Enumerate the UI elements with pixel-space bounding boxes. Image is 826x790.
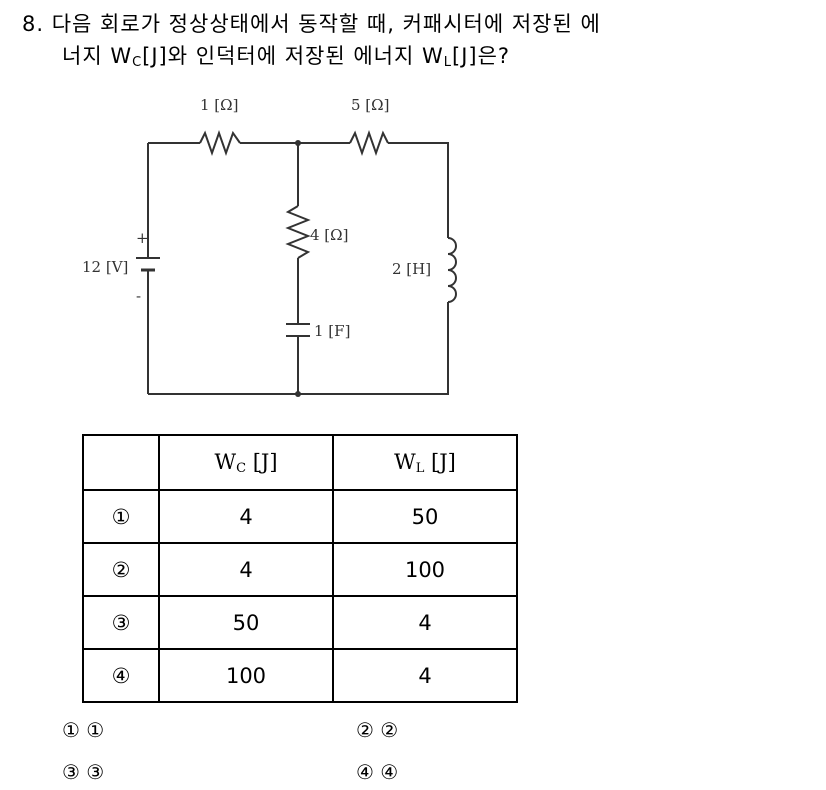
- q-sub-l: L: [443, 55, 452, 70]
- resistor-3: [285, 205, 311, 259]
- node-bottom: [295, 391, 301, 397]
- row-mark: ①: [82, 489, 160, 544]
- header-blank: [82, 434, 160, 491]
- row-wc: 4: [158, 542, 334, 597]
- question-text: 8. 다음 회로가 정상상태에서 동작할 때, 커패시터에 저장된 에 너지 W…: [22, 8, 601, 79]
- row-wc: 50: [158, 595, 334, 650]
- header-wc-unit: [J]: [246, 449, 278, 474]
- answer-table-header: WC [J] WL [J]: [82, 434, 518, 491]
- row-mark: ②: [82, 542, 160, 597]
- wire-top-right: [388, 142, 449, 238]
- label-minus: -: [136, 287, 141, 305]
- q-pre: 너지 W: [62, 44, 133, 68]
- label-capacitor: 1 [F]: [314, 322, 350, 340]
- choice-text: ③: [86, 760, 105, 784]
- label-inductor: 2 [H]: [392, 260, 431, 278]
- header-wc-sub: C: [236, 460, 247, 476]
- row-wc: 4: [158, 489, 334, 544]
- question-line-1-text: 다음 회로가 정상상태에서 동작할 때, 커패시터에 저장된 에: [51, 12, 601, 36]
- table-row: ③ 50 4: [82, 595, 518, 650]
- label-plus: +: [136, 229, 149, 247]
- row-wc: 100: [158, 648, 334, 703]
- question-line-1: 8. 다음 회로가 정상상태에서 동작할 때, 커패시터에 저장된 에: [22, 8, 601, 40]
- label-r3: 4 [Ω]: [310, 226, 348, 244]
- choice-text: ④: [380, 760, 399, 784]
- header-wc-main: W: [214, 449, 237, 474]
- resistor-2: [349, 129, 389, 157]
- choice-mark: ③: [62, 760, 80, 784]
- choice-4[interactable]: ④ ④: [356, 760, 398, 784]
- resistor-1: [199, 129, 241, 157]
- choice-mark: ①: [62, 718, 80, 742]
- node-top: [295, 140, 301, 146]
- choice-1[interactable]: ① ①: [62, 718, 104, 742]
- choice-text: ②: [380, 718, 399, 742]
- header-wc: WC [J]: [158, 434, 334, 491]
- row-wl: 4: [332, 595, 518, 650]
- q-post: [J]은?: [452, 44, 511, 68]
- table-row: ④ 100 4: [82, 648, 518, 703]
- header-wl-unit: [J]: [424, 449, 456, 474]
- circuit-diagram: 1 [Ω] 5 [Ω] 4 [Ω] 12 [V] + - 2 [H] 1 [F]: [82, 96, 457, 397]
- choice-mark: ②: [356, 718, 374, 742]
- choice-mark: ④: [356, 760, 374, 784]
- header-wl-main: W: [394, 449, 416, 474]
- inductor: [447, 237, 457, 303]
- row-mark: ③: [82, 595, 160, 650]
- row-mark: ④: [82, 648, 160, 703]
- q-sub-c: C: [132, 55, 143, 70]
- row-wl: 4: [332, 648, 518, 703]
- header-wl: WL [J]: [332, 434, 518, 491]
- header-wl-sub: L: [415, 460, 425, 476]
- table-row: ① 4 50: [82, 489, 518, 544]
- row-wl: 50: [332, 489, 518, 544]
- question-line-2: 너지 WC[J]와 인덕터에 저장된 에너지 WL[J]은?: [22, 40, 601, 79]
- choice-2[interactable]: ② ②: [356, 718, 398, 742]
- wire-right: [148, 302, 449, 395]
- question-number: 8.: [22, 12, 45, 36]
- answer-table: WC [J] WL [J] ① 4 50 ② 4 100 ③ 50 4 ④ 10…: [82, 434, 518, 703]
- choice-text: ①: [86, 718, 105, 742]
- row-wl: 100: [332, 542, 518, 597]
- label-r1: 1 [Ω]: [200, 96, 238, 114]
- choice-3[interactable]: ③ ③: [62, 760, 104, 784]
- label-source: 12 [V]: [82, 258, 128, 276]
- q-mid: [J]와 인덕터에 저장된 에너지 W: [142, 44, 444, 68]
- table-row: ② 4 100: [82, 542, 518, 597]
- label-r2: 5 [Ω]: [351, 96, 389, 114]
